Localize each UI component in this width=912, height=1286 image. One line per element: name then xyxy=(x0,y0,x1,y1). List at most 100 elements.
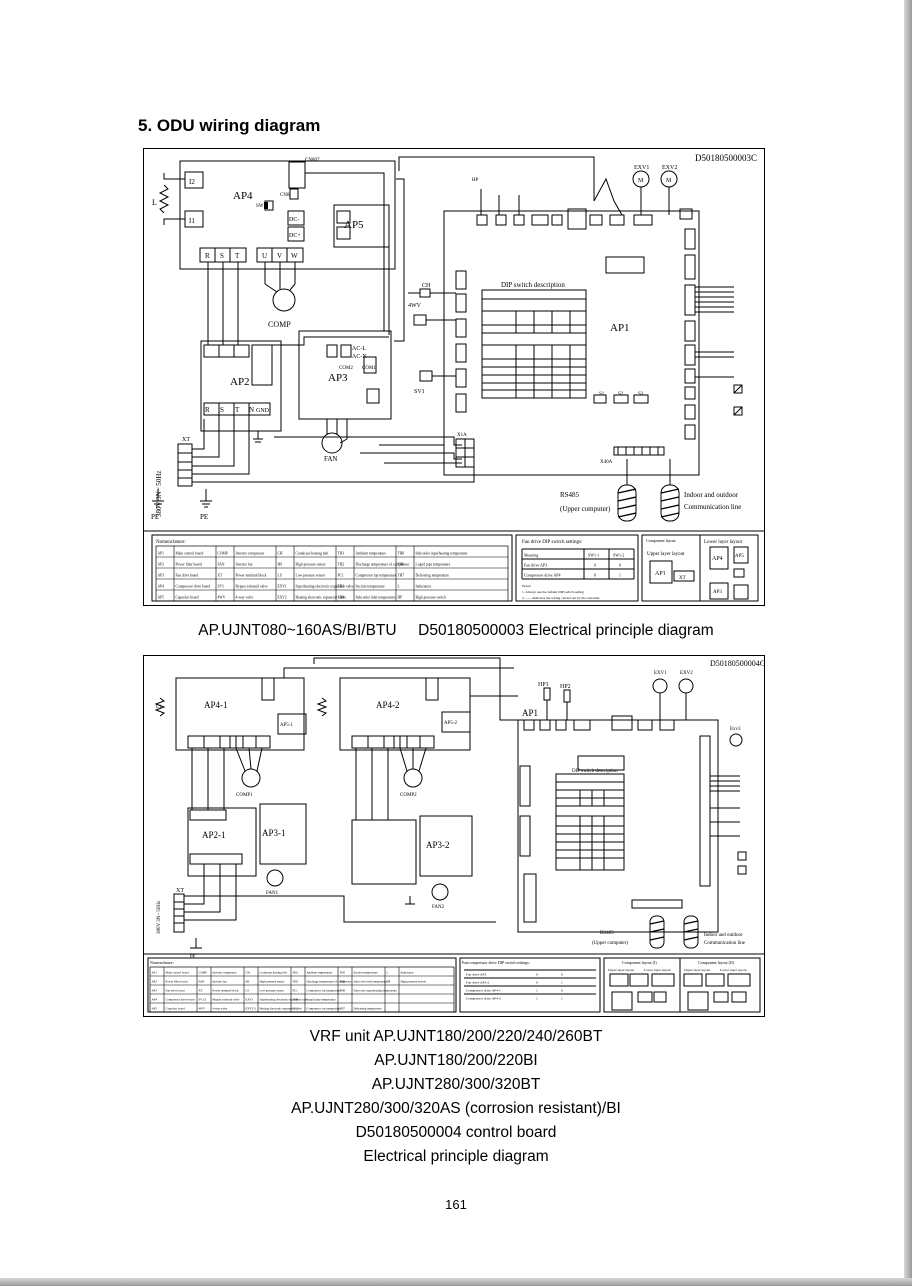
fan-dip-2-cell: 0 xyxy=(536,973,538,977)
hp2-label: HP2 xyxy=(560,684,571,690)
nomenclature-2-cell: CH xyxy=(246,971,251,975)
nomenclature-1-cell: TH3 xyxy=(338,585,345,589)
mains-label-2: 380V 3N~ 50Hz xyxy=(157,900,162,934)
component-layout-title: Component layout xyxy=(646,538,677,543)
ap3-board-outline xyxy=(298,330,392,420)
fourwv-label: 4WV xyxy=(408,303,422,309)
nomenclature-2-title: Nomenclature: xyxy=(150,960,174,965)
nomenclature-1-cell: FAN xyxy=(218,563,225,567)
nomenclature-2-cell: FAN xyxy=(199,980,206,984)
ap3-2-board-outline xyxy=(419,815,473,877)
layout-ap1-label: AP1 xyxy=(655,571,666,577)
rs485-2-label: RS485 xyxy=(600,931,614,936)
layout-ap3-label: AP3 xyxy=(713,590,722,595)
fan-dip-title: Fan drive DIP switch settings: xyxy=(522,540,582,545)
i2-label: I2 xyxy=(189,178,195,186)
caption2-line1: VRF unit AP.UJNT180/200/220/240/260BT xyxy=(309,1028,603,1045)
x1a-label: X1A xyxy=(457,433,467,438)
nomenclature-2-cell: AP1 xyxy=(152,971,158,975)
ap4-board-outline xyxy=(179,160,396,270)
nomenclature-1-cell: Subcooler superheating temperature xyxy=(416,552,468,556)
ap2-board-outline xyxy=(200,340,282,432)
ap1-board-outline xyxy=(443,210,700,476)
nomenclature-2-cell: Inverter fan xyxy=(213,980,228,984)
fan-dip-2-cell: 1 xyxy=(536,989,538,993)
nomenclature-2-cell: Bypass solenoid valve xyxy=(213,998,240,1002)
upper-computer-label: (Upper computer) xyxy=(560,505,611,513)
lower-layer-2a: Lower layer layout xyxy=(644,968,671,972)
nomenclature-2-cell: TH2 xyxy=(293,980,299,984)
ap2-s-label: S xyxy=(220,406,224,414)
upper-layer-label: Upper layer layout xyxy=(647,552,685,557)
nomenclature-1-cell: Low pressure sensor xyxy=(296,574,326,578)
nomenclature-2-cell: Liquid pipe temperature xyxy=(307,998,337,1002)
nomenclature-2-cell: 4-way valve xyxy=(213,1007,228,1011)
pe-label-2: PE xyxy=(200,513,208,521)
nomenclature-1-cell: TH1 xyxy=(338,552,345,556)
nomenclature-1-cell: TH8 xyxy=(398,552,405,556)
nomenclature-1-cell: AP5 xyxy=(158,596,165,600)
nomenclature-1-cell: Power filter board xyxy=(176,563,202,567)
nomenclature-2-cell: XT xyxy=(199,989,203,993)
nomenclature-1-cell: AP1 xyxy=(158,552,165,556)
hp1-label: HP1 xyxy=(538,682,549,688)
component-layout-i-label: Component layout (I) xyxy=(622,960,657,965)
fan-dip-1-header: SW1-2 xyxy=(613,553,624,558)
ap5-2-label: AP5-2 xyxy=(444,721,458,726)
fan-dip-1-cell: 0 xyxy=(619,563,621,568)
cn807-label: CN807 xyxy=(305,158,320,163)
seven-seg-display-2 xyxy=(577,755,625,771)
nomenclature-2-cell: Power filter board xyxy=(166,980,188,984)
dip-title: DIP switch description xyxy=(501,281,565,289)
ap5-label: AP5 xyxy=(344,219,364,231)
pe-2-label: PE xyxy=(190,955,196,960)
nomenclature-1-cell: EXV1 xyxy=(278,585,287,589)
diagram2-code: D50180500004C xyxy=(710,659,764,668)
nomenclature-1-cell: TH4 xyxy=(338,596,345,600)
nomenclature-2-cell: L xyxy=(387,971,389,975)
nomenclature-1-cell: Capacitor board xyxy=(176,596,199,600)
section-heading: 5. ODU wiring diagram xyxy=(138,116,321,135)
i1-label: I1 xyxy=(189,217,195,225)
ap2-label: AP2 xyxy=(230,376,250,388)
nomenclature-1-cell: TH2 xyxy=(338,563,345,567)
ap4-2-label: AP4-2 xyxy=(376,700,400,710)
ap2-gnd-label: GND xyxy=(256,408,270,414)
terminal-v-label: V xyxy=(277,252,282,260)
nomenclature-1-cell: L xyxy=(398,585,400,589)
nomenclature-1-cell: CH xyxy=(278,552,283,556)
exv1-2-label: EXV1 xyxy=(654,671,667,676)
caption2-line3: AP.UJNT280/300/320BT xyxy=(371,1076,541,1093)
nomenclature-2-cell: HS xyxy=(246,980,250,984)
wiring-diagram-1-drawing: D50180500003C AP4 AP5 AP2 AP3 AP1 I2 I1 … xyxy=(144,153,764,602)
mains-label-1: 380V 3N~ 50Hz xyxy=(155,471,163,517)
nomenclature-2-cell: Suction temperature xyxy=(354,971,379,975)
terminal-w-label: W xyxy=(291,252,298,260)
nomenclature-1-cell: Crankcase heating belt xyxy=(296,552,329,556)
caption-1: AP.UJNT080~160AS/BI/BTU D50180500003 Ele… xyxy=(0,622,912,640)
fan-motor-symbol xyxy=(321,432,343,454)
dip-title-2: DIP switch description xyxy=(572,769,618,774)
l-label: L xyxy=(152,198,157,207)
nomenclature-2-cell: Subcooler inlet temperature xyxy=(354,980,388,984)
wiring-diagram-2-drawing: D50180500004C AP4-1 AP4-2 AP5-1 AP5-2 AP… xyxy=(144,657,764,1013)
nomenclature-2-cell: Inductance xyxy=(401,971,415,975)
terminal-r-label: R xyxy=(205,252,210,260)
nomenclature-1-cell: EXV2 xyxy=(278,596,287,600)
ac-l-label: AC-L xyxy=(352,346,366,352)
diagram1-code: D50180500003C xyxy=(695,153,757,163)
nomenclature-2-cell: TH6 xyxy=(293,998,299,1002)
exv1-m-label: M xyxy=(638,178,644,184)
layout-ap4-label: AP4 xyxy=(712,556,723,562)
nomenclature-1-cell: Defrosting temperature xyxy=(416,574,450,578)
ap4-label: AP4 xyxy=(233,190,253,202)
exv2-2-label: EXV2 xyxy=(680,671,693,676)
ap4-2-board-outline xyxy=(339,677,471,751)
indoor-outdoor-2-line2: Communication line xyxy=(704,941,746,946)
comp1-label: COMP1 xyxy=(236,793,253,798)
nomenclature-2-cell: High pressure switch xyxy=(401,980,427,984)
nomenclature-1-cell: Main control board xyxy=(176,552,204,556)
caption1-model: AP.UJNT080~160AS/BI/BTU xyxy=(198,622,397,639)
nomenclature-1-cell: High pressure sensor xyxy=(296,563,327,567)
